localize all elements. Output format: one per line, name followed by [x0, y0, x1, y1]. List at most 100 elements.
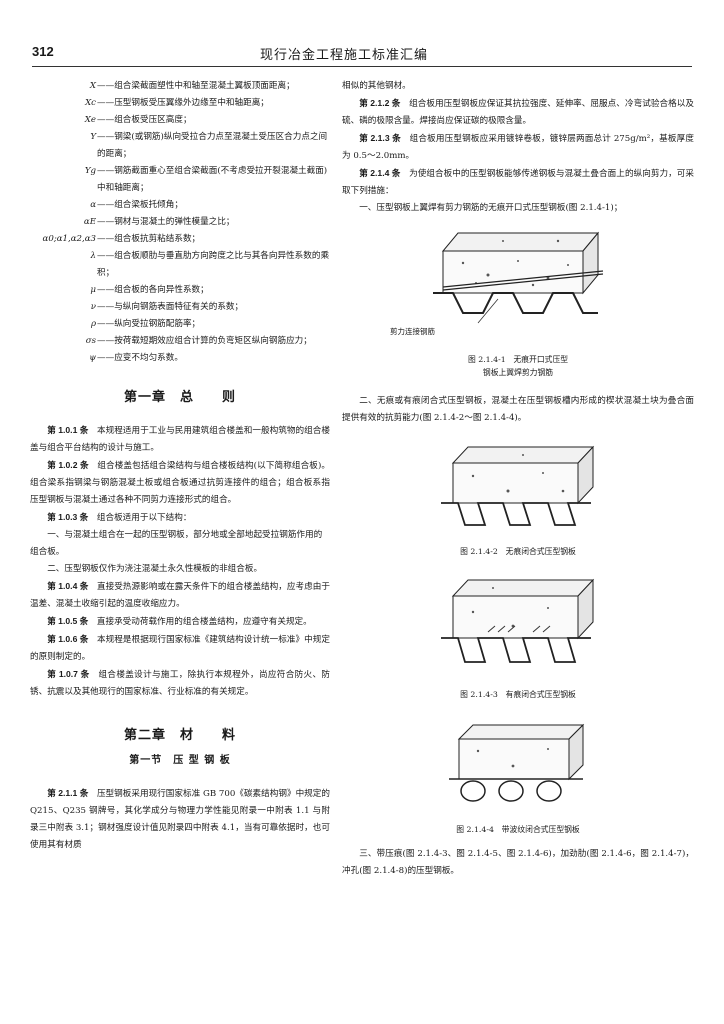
notation-entry: ψ——应变不均匀系数。: [30, 350, 330, 367]
article-text: 本规程适用于工业与民用建筑组合楼盖和一般构筑物的组合楼盖与组合平台结构的设计与施…: [30, 426, 330, 453]
article-text: 组合板用压型钢板应采用镀锌卷板，镀锌层两面总计 275g/m²，基板厚度为 0.…: [342, 134, 694, 161]
right-column: 相似的其他钢材。 第 2.1.2 条 组合板用压型钢板应保证其抗拉强度、延伸率、…: [342, 78, 694, 880]
measure-item-3: 三、带压痕(图 2.1.4-3、图 2.1.4-5、图 2.1.4-6)，加劲肋…: [342, 849, 694, 876]
notation-entry: αE——钢材与混凝土的弹性模量之比；: [30, 214, 330, 231]
measure-item-1: 一、压型钢板上翼焊有剪力钢筋的无痕开口式压型钢板(图 2.1.4-1)；: [359, 203, 623, 213]
notation-description: ——与纵向钢筋表面特征有关的系数；: [97, 302, 244, 312]
article-item: 一、与混凝土组合在一起的压型钢板，部分地或全部地起受拉钢筋作用的组合板。: [30, 530, 323, 557]
article-item: 二、压型钢板仅作为浇注混凝土永久性模板的非组合板。: [47, 564, 263, 574]
notation-description: ——压型钢板受压翼缘外边缘至中和轴距离；: [97, 98, 269, 108]
article: 第 1.0.3 条 组合板适用于以下结构：: [30, 509, 330, 527]
article: 第 1.0.1 条 本规程适用于工业与民用建筑组合楼盖和一般构筑物的组合楼盖与组…: [30, 422, 330, 457]
notation-symbol: ρ: [90, 319, 96, 329]
article-number: 第 1.0.5 条: [47, 616, 89, 626]
left-column: X——组合梁截面塑性中和轴至混凝土翼板顶面距离；Xc——压型钢板受压翼缘外边缘至…: [30, 78, 330, 854]
article: 第 1.0.4 条 直接受热源影响或在露天条件下的组合楼盖结构，应考虑由于温差、…: [30, 578, 330, 613]
notation-entry: X——组合梁截面塑性中和轴至混凝土翼板顶面距离；: [30, 78, 330, 95]
notation-symbol: σs: [85, 336, 96, 346]
article-number: 第 1.0.2 条: [47, 460, 89, 470]
notation-entry: Y——钢梁(或钢筋)纵向受拉合力点至混凝土受压区合力点之间的距离；: [30, 129, 330, 163]
chapter-2-title: 第二章 材 料: [123, 728, 236, 743]
notation-description: ——组合板的各向异性系数；: [97, 285, 209, 295]
notation-symbol: Yg: [84, 166, 96, 176]
figure-2-1-4-2: [342, 441, 694, 537]
notation-description: ——组合板抗剪粘结系数；: [97, 234, 201, 244]
measure-item-2: 二、无痕或有痕闭合式压型钢板，混凝土在压型钢板槽内形成的楔状混凝土块为叠合面提供…: [342, 396, 694, 423]
article-text: 为使组合板中的压型钢板能够传递钢板与混凝土叠合面上的纵向剪力，可采取下列措施：: [342, 169, 694, 196]
notation-symbol: Xe: [84, 115, 96, 125]
article-number: 第 2.1.1 条: [47, 788, 89, 798]
notation-symbol: α: [90, 200, 96, 210]
notation-description: ——组合板受压区高度；: [97, 115, 192, 125]
article-text: 压型钢板采用现行国家标准 GB 700《碳素结构钢》中规定的 Q215、Q235…: [30, 789, 330, 850]
notation-symbol: Xc: [85, 98, 96, 108]
article-text: 组合板用压型钢板应保证其抗拉强度、延伸率、屈服点、冷弯试验合格以及硫、磷的极限含…: [342, 99, 694, 126]
notation-description: ——组合板顺肋与垂直肋方向跨度之比与其各向异性系数的乘积；: [97, 251, 330, 278]
notation-entry: ρ——纵向受拉钢筋配筋率；: [30, 316, 330, 333]
continued-text: 相似的其他钢材。: [342, 81, 411, 91]
figure-2-1-4-4: [342, 721, 694, 813]
article: 第 1.0.7 条 组合楼盖设计与施工，除执行本规程外，尚应符合防火、防锈、抗震…: [30, 666, 330, 701]
article-text: 直接承受动荷载作用的组合楼盖结构，应遵守有关规定。: [96, 617, 312, 627]
fig2-caption: 图 2.1.4-2 无痕闭合式压型钢板: [460, 547, 576, 556]
notation-description: ——钢材与混凝土的弹性模量之比；: [97, 217, 235, 227]
article-text: 组合楼盖包括组合梁结构与组合楼板结构(以下简称组合板)。组合梁系指钢梁与钢筋混凝…: [30, 461, 330, 505]
notation-entry: λ——组合板顺肋与垂直肋方向跨度之比与其各向异性系数的乘积；: [30, 248, 330, 282]
notation-entry: ν——与纵向钢筋表面特征有关的系数；: [30, 299, 330, 316]
notation-symbol: α0;α1,α2,α3: [42, 234, 96, 244]
notation-entry: α——组合梁板托倾角；: [30, 197, 330, 214]
fig1-caption-line1: 图 2.1.4-1 无痕开口式压型: [467, 355, 569, 364]
page-number: 312: [32, 44, 54, 59]
article-number: 第 1.0.1 条: [47, 425, 89, 435]
notation-list: X——组合梁截面塑性中和轴至混凝土翼板顶面距离；Xc——压型钢板受压翼缘外边缘至…: [30, 78, 330, 367]
notation-entry: σs——按荷载短期效应组合计算的负弯矩区纵向钢筋应力；: [30, 333, 330, 350]
fig1-callout-label: 剪力连接钢筋: [390, 327, 435, 336]
fig1-caption-line2: 钢板上翼焊剪力钢筋: [482, 368, 554, 377]
article-number: 第 2.1.2 条: [359, 98, 401, 108]
article-2-1-4: 第 2.1.4 条 为使组合板中的压型钢板能够传递钢板与混凝土叠合面上的纵向剪力…: [342, 165, 694, 200]
notation-description: ——应变不均匀系数。: [97, 353, 183, 363]
running-title: 现行冶金工程施工标准汇编: [260, 48, 429, 63]
article-number: 第 1.0.3 条: [47, 512, 89, 522]
chapter-1-title: 第一章 总 则: [123, 390, 236, 405]
notation-description: ——组合梁截面塑性中和轴至混凝土翼板顶面距离；: [97, 81, 295, 91]
article-number: 第 2.1.4 条: [359, 168, 401, 178]
article-number: 第 1.0.7 条: [47, 669, 90, 679]
header-rule: [32, 66, 692, 67]
notation-entry: Xc——压型钢板受压翼缘外边缘至中和轴距离；: [30, 95, 330, 112]
article-2-1-1: 第 2.1.1 条 压型钢板采用现行国家标准 GB 700《碳素结构钢》中规定的…: [30, 785, 330, 854]
chapter-1-body: 第 1.0.1 条 本规程适用于工业与民用建筑组合楼盖和一般构筑物的组合楼盖与组…: [30, 422, 330, 701]
article-2-1-2: 第 2.1.2 条 组合板用压型钢板应保证其抗拉强度、延伸率、屈服点、冷弯试验合…: [342, 95, 694, 130]
notation-symbol: ψ: [89, 353, 96, 363]
article-2-1-3: 第 2.1.3 条 组合板用压型钢板应采用镀锌卷板，镀锌层两面总计 275g/m…: [342, 130, 694, 165]
notation-description: ——钢梁(或钢筋)纵向受拉合力点至混凝土受压区合力点之间的距离；: [97, 132, 328, 159]
notation-entry: α0;α1,α2,α3——组合板抗剪粘结系数；: [30, 231, 330, 248]
notation-description: ——纵向受拉钢筋配筋率；: [97, 319, 201, 329]
notation-symbol: αE: [83, 217, 96, 227]
notation-symbol: λ: [90, 251, 96, 261]
article: 第 1.0.5 条 直接承受动荷载作用的组合楼盖结构，应遵守有关规定。: [30, 613, 330, 631]
article-number: 第 2.1.3 条: [359, 133, 401, 143]
notation-entry: Yg——钢筋截面重心至组合梁截面(不考虑受拉开裂混凝土截面)中和轴距离；: [30, 163, 330, 197]
article-text: 组合楼盖设计与施工，除执行本规程外，尚应符合防火、防锈、抗震以及其他现行的国家标…: [30, 670, 330, 697]
fig3-caption: 图 2.1.4-3 有痕闭合式压型钢板: [460, 690, 576, 699]
corrugated-closed-deck-illustration: [449, 723, 585, 802]
article-text: 本规程是根据现行国家标准《建筑结构设计统一标准》中规定的原则制定的。: [30, 635, 330, 662]
open-profile-deck-illustration: [433, 231, 604, 324]
article: 第 1.0.6 条 本规程是根据现行国家标准《建筑结构设计统一标准》中规定的原则…: [30, 631, 330, 666]
article-number: 第 1.0.4 条: [47, 581, 89, 591]
page-header: 312 现行冶金工程施工标准汇编: [32, 44, 692, 64]
article-number: 第 1.0.6 条: [47, 634, 89, 644]
notation-description: ——按荷载短期效应组合计算的负弯矩区纵向钢筋应力；: [97, 336, 312, 346]
closed-profile-deck-illustration: [441, 445, 595, 526]
section-1-title: 第一节 压 型 钢 板: [129, 755, 231, 766]
fig4-caption: 图 2.1.4-4 带波纹闭合式压型钢板: [456, 825, 580, 834]
article-text: 直接受热源影响或在露天条件下的组合楼盖结构，应考虑由于温差、混凝土收缩引起的温度…: [30, 582, 330, 609]
notation-symbol: μ: [90, 285, 96, 295]
figure-2-1-4-1: 剪力连接钢筋: [342, 223, 694, 341]
article-text: 组合板适用于以下结构：: [96, 513, 192, 523]
embossed-closed-deck-illustration: [441, 578, 595, 663]
notation-symbol: X: [89, 81, 96, 91]
notation-symbol: ν: [90, 302, 96, 312]
notation-symbol: Y: [90, 132, 96, 142]
